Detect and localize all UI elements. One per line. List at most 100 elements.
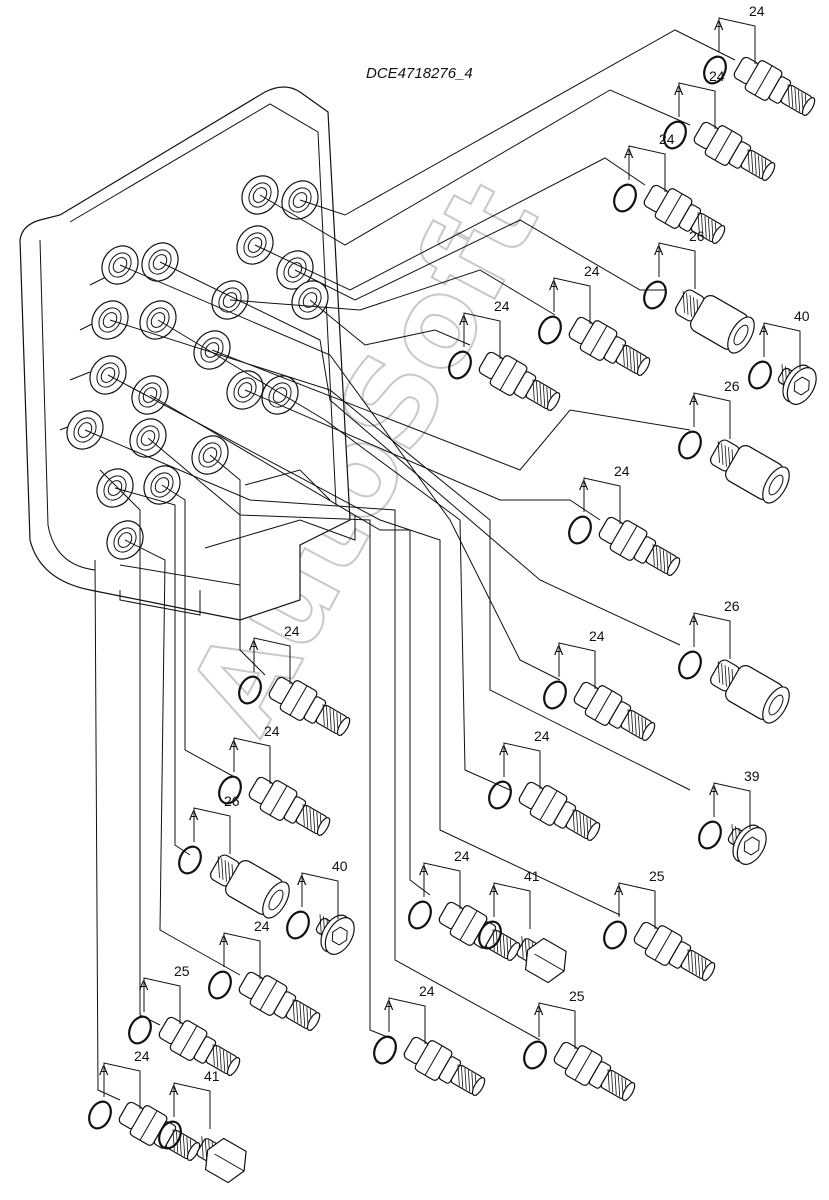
union-body [568, 316, 651, 376]
callout-bracket [693, 612, 731, 659]
seal-label: A [554, 642, 564, 658]
callout-bracket [143, 977, 181, 1024]
o-ring [543, 680, 567, 710]
o-ring [88, 1100, 112, 1130]
fitting-f25: A 24 [88, 1048, 201, 1161]
fitting-f17: A 40 [286, 858, 355, 955]
seal-label: A [297, 872, 307, 888]
union-body [158, 1016, 241, 1076]
sleeve-body [709, 659, 790, 724]
o-ring [603, 920, 627, 950]
o-ring [208, 970, 232, 1000]
o-ring [218, 775, 242, 805]
union-body [268, 676, 351, 736]
seal-label: A [689, 392, 699, 408]
callout-bracket [583, 477, 621, 524]
part-number-label: 26 [724, 378, 740, 394]
part-number-label: 24 [134, 1048, 150, 1064]
seal-label: A [229, 737, 239, 753]
fitting-f4: A26 [643, 228, 755, 354]
part-number-label: 26 [224, 793, 240, 809]
o-ring [408, 900, 432, 930]
part-number-label: 26 [689, 228, 705, 244]
o-ring [286, 910, 310, 940]
seal-label: A [169, 1082, 179, 1098]
o-ring [373, 1035, 397, 1065]
union-body [248, 776, 331, 836]
seal-label: A [499, 742, 509, 758]
o-ring [238, 675, 262, 705]
fitting-f8: A 26 [678, 378, 790, 504]
sleeve-body [209, 854, 290, 919]
union-body [553, 1041, 636, 1101]
o-ring [523, 1040, 547, 1070]
part-number-label: 24 [494, 298, 510, 314]
part-number-label: 40 [332, 858, 348, 874]
part-number-label: 24 [284, 623, 300, 639]
fitting-f24: A 25 [523, 988, 636, 1101]
seal-label: A [549, 277, 559, 293]
union-body [478, 351, 561, 411]
callout-bracket [658, 242, 696, 289]
o-ring [158, 1120, 182, 1150]
part-number-label: 24 [254, 918, 270, 934]
callout-bracket [618, 882, 656, 929]
o-ring [128, 1015, 152, 1045]
callout-bracket [301, 872, 339, 919]
seal-label: A [689, 612, 699, 628]
seal-label: A [624, 145, 634, 161]
o-ring [448, 350, 472, 380]
seal-label: A [219, 932, 229, 948]
fitting-f2: A24 [663, 68, 776, 181]
part-number-label: 25 [174, 963, 190, 979]
union-body [643, 184, 726, 244]
part-number-label: 24 [419, 983, 435, 999]
o-ring [488, 780, 512, 810]
seal-label: A [489, 882, 499, 898]
callout-bracket [718, 17, 756, 64]
callout-bracket [388, 997, 426, 1044]
callout-bracket [223, 932, 261, 979]
fitting-f9: A24 [568, 463, 681, 576]
sleeve-body [674, 289, 755, 354]
o-ring [538, 315, 562, 345]
part-number-label: 39 [744, 768, 760, 784]
fitting-f14: A 24 [488, 728, 601, 841]
union-body [598, 516, 681, 576]
fitting-f19: A41 [478, 868, 567, 984]
callout-bracket [503, 742, 541, 789]
plug-body [777, 364, 817, 405]
seal-label: A [99, 1062, 109, 1078]
callout-bracket [763, 322, 801, 369]
part-number-label: 24 [534, 728, 550, 744]
part-number-label: 24 [264, 723, 280, 739]
part-number-label: 41 [204, 1068, 220, 1084]
leader-lines [84, 29, 736, 1101]
fitting-f26: A 41 [158, 1068, 247, 1184]
callout-bracket [253, 637, 291, 684]
callout-bracket [558, 642, 596, 689]
fitting-f18: A 24 [408, 848, 521, 961]
part-number-label: 24 [659, 131, 675, 147]
hexcap-body [196, 1136, 247, 1184]
o-ring [613, 183, 637, 213]
seal-label: A [714, 17, 724, 33]
o-ring [698, 820, 722, 850]
sleeve-body [709, 439, 790, 504]
union-body [633, 921, 716, 981]
fitting-f7: A24 [448, 298, 561, 411]
seal-label: A [249, 637, 259, 653]
part-number-label: 24 [454, 848, 470, 864]
seal-label: A [759, 322, 769, 338]
part-number-label: 24 [614, 463, 630, 479]
part-number-label: 24 [589, 628, 605, 644]
callout-bracket [103, 1062, 141, 1109]
o-ring [678, 650, 702, 680]
seal-label: A [534, 1002, 544, 1018]
part-number-label: 24 [749, 3, 765, 19]
callout-bracket [493, 882, 531, 929]
seal-label: A [189, 807, 199, 823]
o-ring [663, 120, 687, 150]
union-body [573, 681, 656, 741]
part-number-label: 25 [569, 988, 585, 1004]
